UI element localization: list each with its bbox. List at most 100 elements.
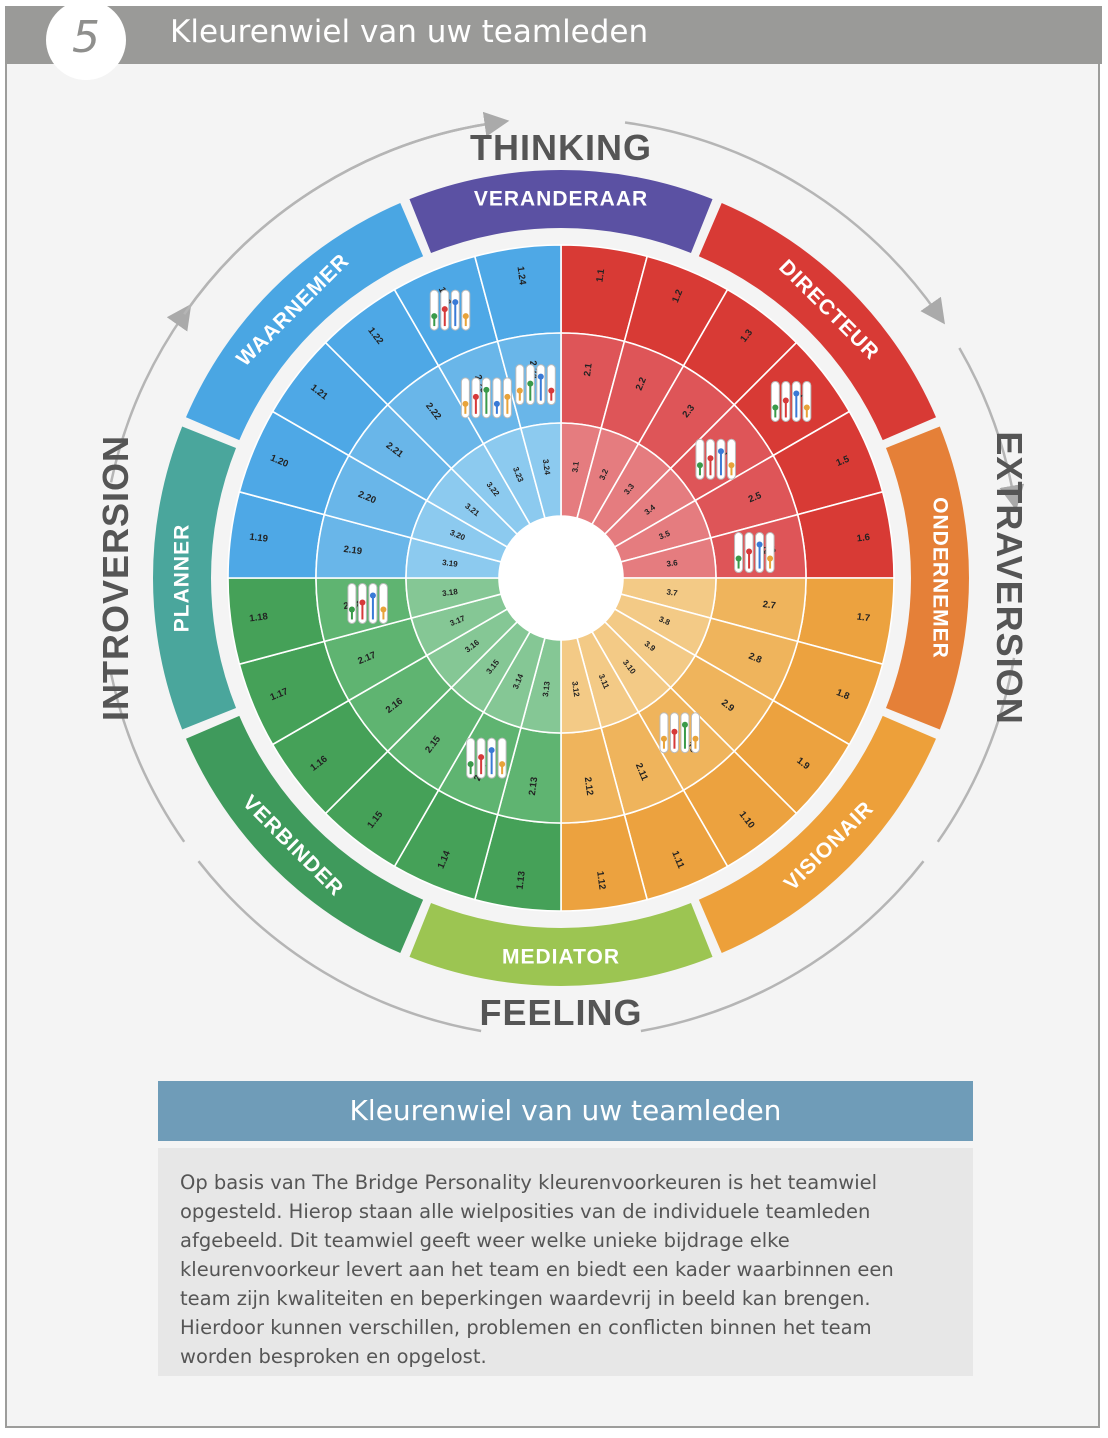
marker-vial [765, 532, 775, 574]
position-label: 1.6 [856, 532, 871, 545]
position-label: 3.5 [658, 529, 672, 542]
cycle-arrow [624, 121, 945, 325]
position-label: 3.2 [598, 467, 611, 481]
member-marker [460, 377, 512, 419]
cycle-arrow [109, 303, 192, 483]
info-body: Op basis van The Bridge Personality kleu… [158, 1148, 973, 1376]
cycle-arrow [640, 860, 925, 1033]
member-markers [347, 289, 812, 779]
marker-pin [746, 548, 753, 555]
position-label: 1.12 [594, 871, 607, 891]
marker-pin [452, 299, 459, 306]
axis-label-extraversion: EXTRAVERSION [989, 431, 1030, 724]
info-line: afgebeeld. Dit teamwiel geeft weer welke… [180, 1229, 790, 1252]
cycle-arrow [197, 860, 482, 1033]
marker-pin [478, 754, 485, 761]
marker-pin [696, 462, 703, 469]
marker-vial [802, 380, 812, 422]
marker-pin [803, 404, 810, 411]
info-line: kleurenvoorkeur levert aan het team en b… [180, 1258, 894, 1281]
cycle-arrows [109, 111, 1025, 1033]
marker-pin [488, 747, 495, 754]
member-marker [770, 380, 812, 422]
position-label: 2.19 [343, 544, 363, 557]
marker-vial [546, 364, 556, 406]
marker-pin [369, 592, 376, 599]
marker-pin [756, 541, 763, 548]
member-marker [695, 438, 736, 480]
position-label: 3.1 [570, 460, 580, 473]
marker-pin [359, 599, 366, 606]
position-label: 2.5 [747, 490, 764, 505]
axis-label-feeling: FEELING [479, 992, 642, 1033]
position-label: 1.1 [594, 268, 607, 283]
position-label: 3.6 [666, 558, 679, 568]
member-marker [734, 532, 775, 574]
role-band-veranderaar [409, 170, 713, 254]
position-label: 2.2 [634, 376, 649, 392]
marker-pin [467, 761, 474, 768]
marker-pin [772, 404, 779, 411]
position-label: 1.8 [835, 687, 851, 702]
position-label: 2.12 [582, 776, 595, 796]
marker-vial [497, 737, 507, 779]
marker-pin [767, 555, 774, 562]
marker-vial [378, 582, 388, 624]
position-label: 1.19 [249, 532, 269, 545]
role-label-planner: PLANNER [171, 524, 194, 633]
position-label: 2.1 [582, 362, 595, 377]
role-band-ondernemer [885, 426, 969, 730]
member-marker [347, 582, 388, 624]
marker-vial [515, 364, 525, 406]
marker-pin [431, 313, 438, 320]
role-band-mediator [409, 902, 713, 986]
info-title: Kleurenwiel van uw teamleden [158, 1081, 973, 1141]
role-band-visionair [698, 715, 937, 954]
position-label: 2.13 [527, 776, 540, 796]
position-label: 1.13 [515, 871, 528, 891]
marker-vial [461, 289, 471, 331]
axis-label-thinking: THINKING [470, 127, 652, 168]
role-band-directeur [698, 202, 937, 441]
role-band-verbinder [185, 715, 424, 954]
info-line: Op basis van The Bridge Personality kleu… [180, 1171, 878, 1194]
role-band-waarnemer [185, 202, 424, 441]
member-marker [515, 364, 556, 406]
marker-vial [466, 737, 476, 779]
position-label: 2.8 [747, 651, 763, 666]
position-label: 3.18 [442, 587, 459, 598]
member-marker [429, 289, 471, 331]
position-label: 3.24 [541, 459, 552, 476]
marker-vial [659, 712, 669, 754]
info-line: worden besproken en opgelost. [180, 1345, 487, 1368]
section-number-badge: 5 [46, 0, 126, 80]
position-label: 1.24 [515, 266, 528, 286]
member-marker [659, 712, 700, 754]
position-label: 2.7 [762, 599, 777, 612]
marker-vial [770, 380, 780, 422]
marker-vial [695, 438, 705, 480]
marker-pin [548, 387, 555, 394]
role-label-veranderaar: VERANDERAAR [474, 188, 648, 211]
marker-pin [660, 735, 667, 742]
marker-vial [429, 289, 439, 331]
marker-vial [690, 712, 700, 754]
role-label-ondernemer: ONDERNEMER [929, 497, 952, 659]
marker-pin [516, 387, 523, 394]
position-label: 1.2 [670, 288, 685, 304]
position-label: 3.12 [570, 681, 581, 698]
marker-pin [707, 455, 714, 462]
info-line: Hierdoor kunnen verschillen, problemen e… [180, 1316, 872, 1339]
position-label: 3.13 [541, 680, 552, 697]
wheel-center [499, 516, 623, 640]
position-label: 3.19 [442, 558, 459, 569]
marker-pin [728, 462, 735, 469]
marker-pin [681, 721, 688, 728]
axis-label-introversion: INTROVERSION [95, 435, 136, 721]
cycle-arrow [958, 347, 1025, 511]
marker-pin [462, 400, 469, 407]
marker-pin [493, 400, 500, 407]
marker-pin [671, 728, 678, 735]
marker-pin [499, 761, 506, 768]
team-color-wheel: VERANDERAARDIRECTEURONDERNEMERVISIONAIRM… [95, 111, 1030, 1033]
